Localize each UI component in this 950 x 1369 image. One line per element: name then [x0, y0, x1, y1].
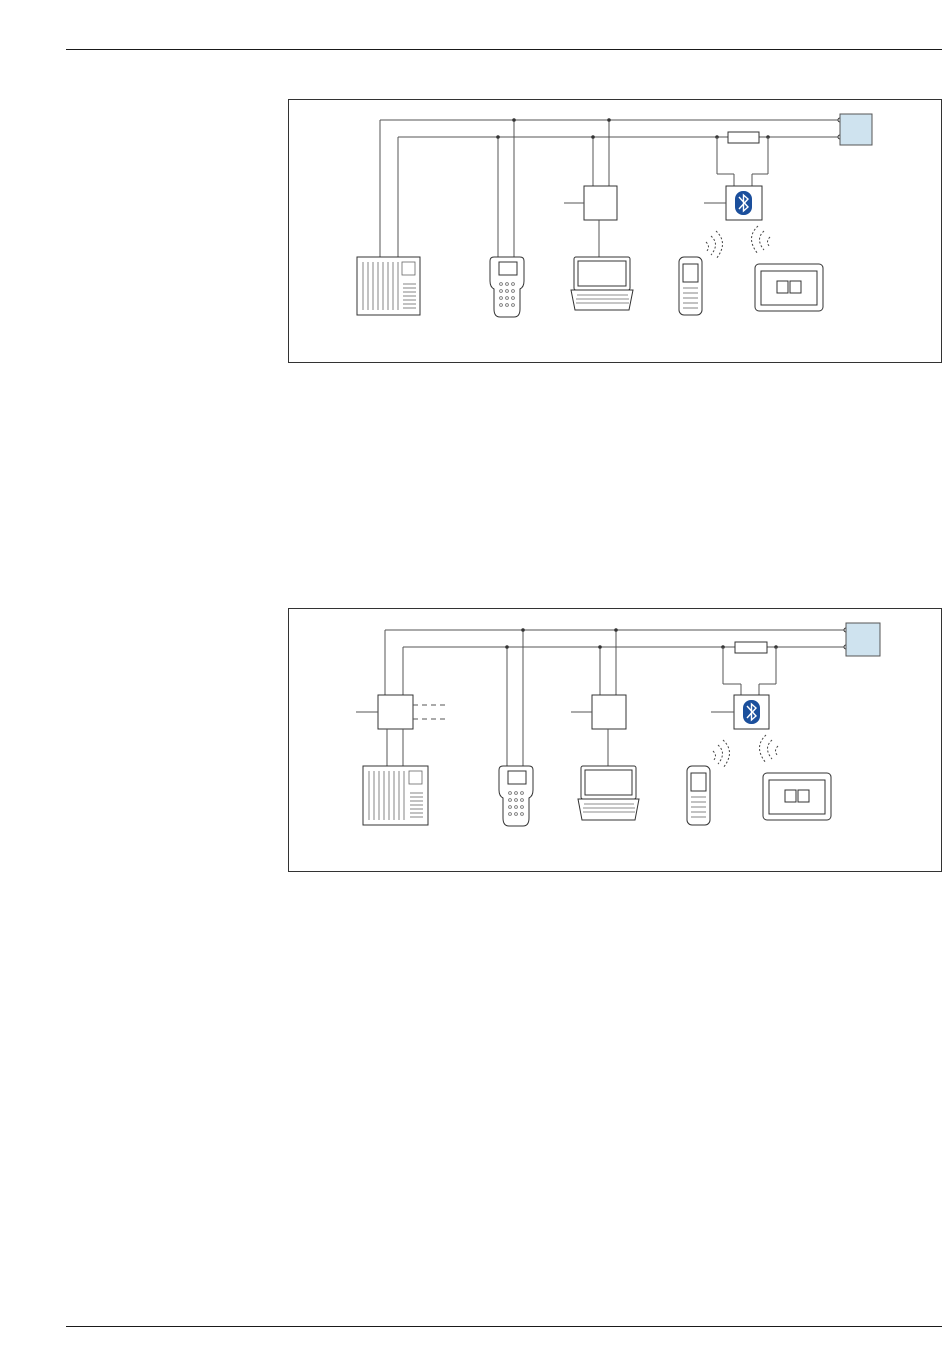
bluetooth-icon [735, 191, 752, 215]
controller [363, 766, 428, 825]
bluetooth-icon [743, 700, 760, 724]
smartphone [687, 766, 710, 825]
diagram-2 [288, 608, 942, 872]
laptop [578, 766, 639, 820]
header-rule [66, 49, 942, 50]
laptop [571, 257, 633, 310]
footer-rule [66, 1326, 942, 1327]
diagram-2-canvas [288, 608, 942, 872]
controller [357, 257, 420, 315]
diagram-frame [289, 609, 942, 872]
diagram-1-canvas [288, 99, 942, 363]
field-device [840, 114, 872, 145]
tablet [763, 773, 831, 820]
diagram-1 [288, 99, 942, 363]
tablet [755, 264, 823, 311]
smartphone [679, 257, 702, 315]
field-device [846, 623, 880, 656]
